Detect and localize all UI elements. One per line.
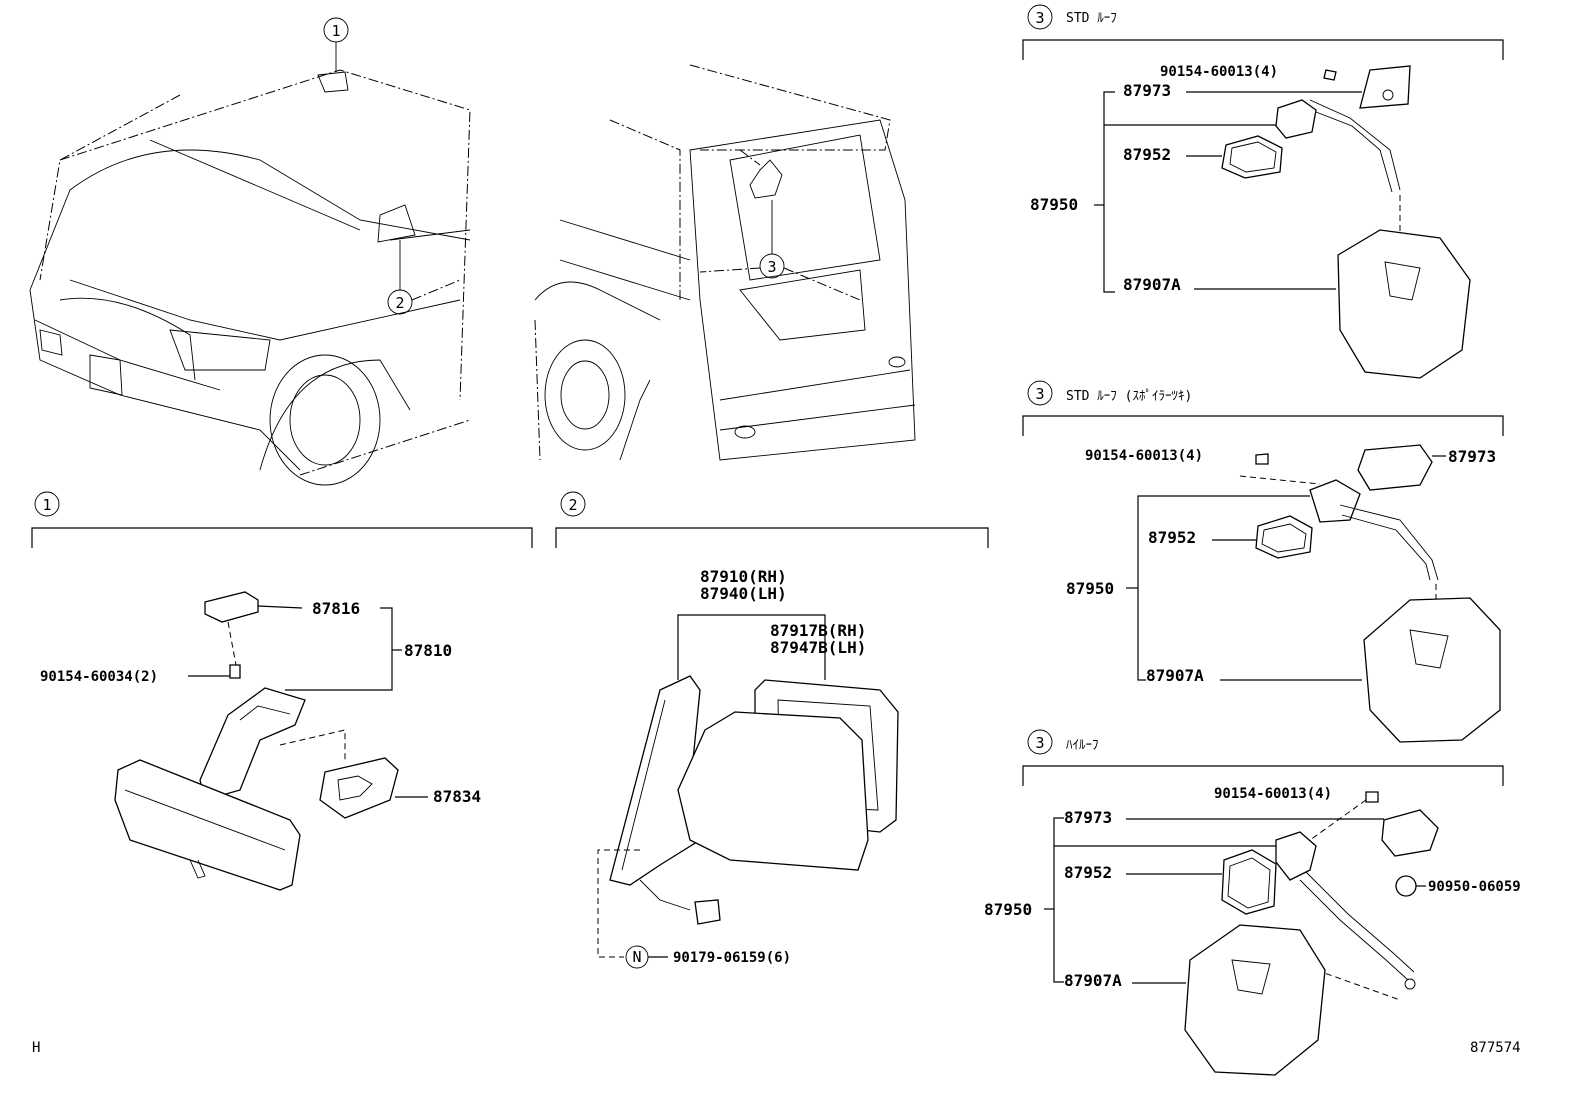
- part-label-parts-inner_mirror-p87834: 87834: [433, 787, 481, 806]
- part-label-callouts-c2: 2: [395, 294, 404, 312]
- part-label-parts-high_roof-p87952: 87952: [1064, 863, 1112, 882]
- section-2-outer-mirror: 2 87910(RH) 87940(LH) 87917B(RH) 87947B(…: [555, 491, 989, 969]
- part-label-parts-std_roof-p87952: 87952: [1123, 145, 1171, 164]
- part-label-parts-outer_mirror-p90179: 90179-06159(6): [673, 950, 791, 966]
- callout-1-top: 1: [323, 17, 349, 72]
- part-label-parts-outer_mirror-n_mark: N: [632, 948, 641, 966]
- part-label-parts-high_roof-p90154: 90154-60013(4): [1214, 786, 1332, 802]
- vehicle-front-illustration: [29, 69, 471, 486]
- part-label-parts-inner_mirror-p90154_60034: 90154-60034(2): [40, 669, 158, 685]
- part-label-callouts-c1: 1: [331, 22, 340, 40]
- part-label-sections-s1-num: 1: [42, 496, 51, 514]
- part-label-parts-outer_mirror-p87940: 87940(LH): [700, 584, 787, 603]
- part-label-parts-outer_mirror-p87947B: 87947B(LH): [770, 638, 866, 657]
- part-label-parts-std_roof-p87973: 87973: [1123, 81, 1171, 100]
- section-3a-std-roof: 3 STD ﾙｰﾌ 90154-60013(4) 87950 87973 879…: [1022, 4, 1504, 379]
- part-label-parts-std_spoiler-p87973: 87973: [1448, 447, 1496, 466]
- part-label-sections-s3c-num: 3: [1035, 734, 1044, 752]
- part-label-parts-std_roof-p87907A: 87907A: [1123, 275, 1181, 294]
- part-label-parts-inner_mirror-p87810: 87810: [404, 641, 452, 660]
- section-1-inner-mirror: 1 87816 87810 90154-60034(2) 87834: [31, 491, 533, 891]
- callout-3-rear: 3: [699, 200, 861, 301]
- section-3b-std-roof-spoiler: 3 STD ﾙｰﾌ (ｽﾎﾟｲﾗｰﾂｷ) 90154-60013(4) 8797…: [1022, 380, 1504, 743]
- part-label-parts-inner_mirror-p87816: 87816: [312, 599, 360, 618]
- part-label-parts-std_spoiler-p87907A: 87907A: [1146, 666, 1204, 685]
- part-label-sections-s3b-num: 3: [1035, 385, 1044, 403]
- section-3c-high-roof: 3 ﾊｲﾙｰﾌ 90154-60013(4) 87950 87973 87952…: [984, 729, 1521, 1076]
- part-label-parts-outer_mirror-p87917B: 87917B(RH): [770, 621, 866, 640]
- part-label-parts-std_roof-p90154: 90154-60013(4): [1160, 64, 1278, 80]
- diagram-number: 877574: [1470, 1040, 1521, 1056]
- part-label-sections-s3c-title: ﾊｲﾙｰﾌ: [1066, 738, 1099, 753]
- part-label-sections-s3a-num: 3: [1035, 9, 1044, 27]
- part-label-sections-s2-num: 2: [568, 496, 577, 514]
- part-label-parts-outer_mirror-p87910: 87910(RH): [700, 567, 787, 586]
- callout-2-front: 2: [387, 240, 461, 315]
- part-label-parts-high_roof-p87907A: 87907A: [1064, 971, 1122, 990]
- footer-left-code: H: [32, 1040, 41, 1056]
- part-label-callouts-c3: 3: [767, 258, 776, 276]
- part-label-parts-high_roof-p87973: 87973: [1064, 808, 1112, 827]
- part-label-parts-high_roof-p90950: 90950-06059: [1428, 879, 1521, 895]
- part-label-parts-high_roof-p87950: 87950: [984, 900, 1032, 919]
- vehicle-rear-illustration: [534, 64, 916, 461]
- part-label-parts-std_spoiler-p90154: 90154-60013(4): [1085, 448, 1203, 464]
- part-label-parts-std_spoiler-p87950: 87950: [1066, 579, 1114, 598]
- part-label-parts-std_roof-p87950: 87950: [1030, 195, 1078, 214]
- part-label-parts-std_spoiler-p87952: 87952: [1148, 528, 1196, 547]
- part-label-sections-s3b-title: STD ﾙｰﾌ (ｽﾎﾟｲﾗｰﾂｷ): [1066, 389, 1192, 404]
- part-label-sections-s3a-title: STD ﾙｰﾌ: [1066, 11, 1117, 26]
